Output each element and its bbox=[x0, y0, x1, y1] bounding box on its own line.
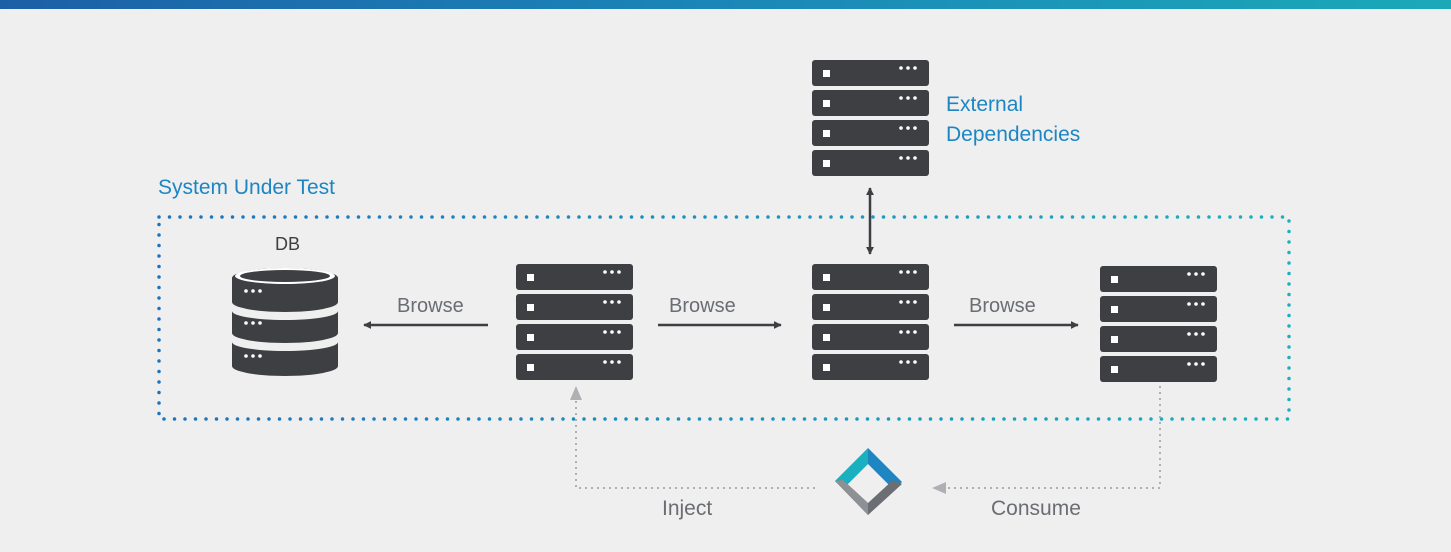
external-dependencies-label: External Dependencies bbox=[946, 93, 1080, 146]
system-boundary bbox=[157, 215, 1291, 421]
database-icon bbox=[232, 268, 338, 376]
browse-label-3: Browse bbox=[969, 295, 1036, 317]
diamond-logo-icon bbox=[835, 448, 902, 515]
server-2-icon bbox=[812, 264, 929, 380]
browse-label-1: Browse bbox=[397, 295, 464, 317]
consume-path bbox=[946, 386, 1161, 489]
server-1-icon bbox=[516, 264, 633, 380]
consume-label: Consume bbox=[991, 497, 1081, 520]
browse-label-2: Browse bbox=[669, 295, 736, 317]
system-under-test-label: System Under Test bbox=[158, 176, 335, 199]
consume-arrowhead bbox=[932, 482, 946, 494]
external-server-icon bbox=[812, 60, 929, 176]
server-3-icon bbox=[1100, 266, 1217, 382]
db-label: DB bbox=[275, 234, 300, 254]
inject-path bbox=[575, 398, 815, 489]
inject-arrowhead bbox=[570, 386, 582, 400]
inject-label: Inject bbox=[662, 497, 712, 520]
top-accent-bar bbox=[0, 0, 1451, 9]
